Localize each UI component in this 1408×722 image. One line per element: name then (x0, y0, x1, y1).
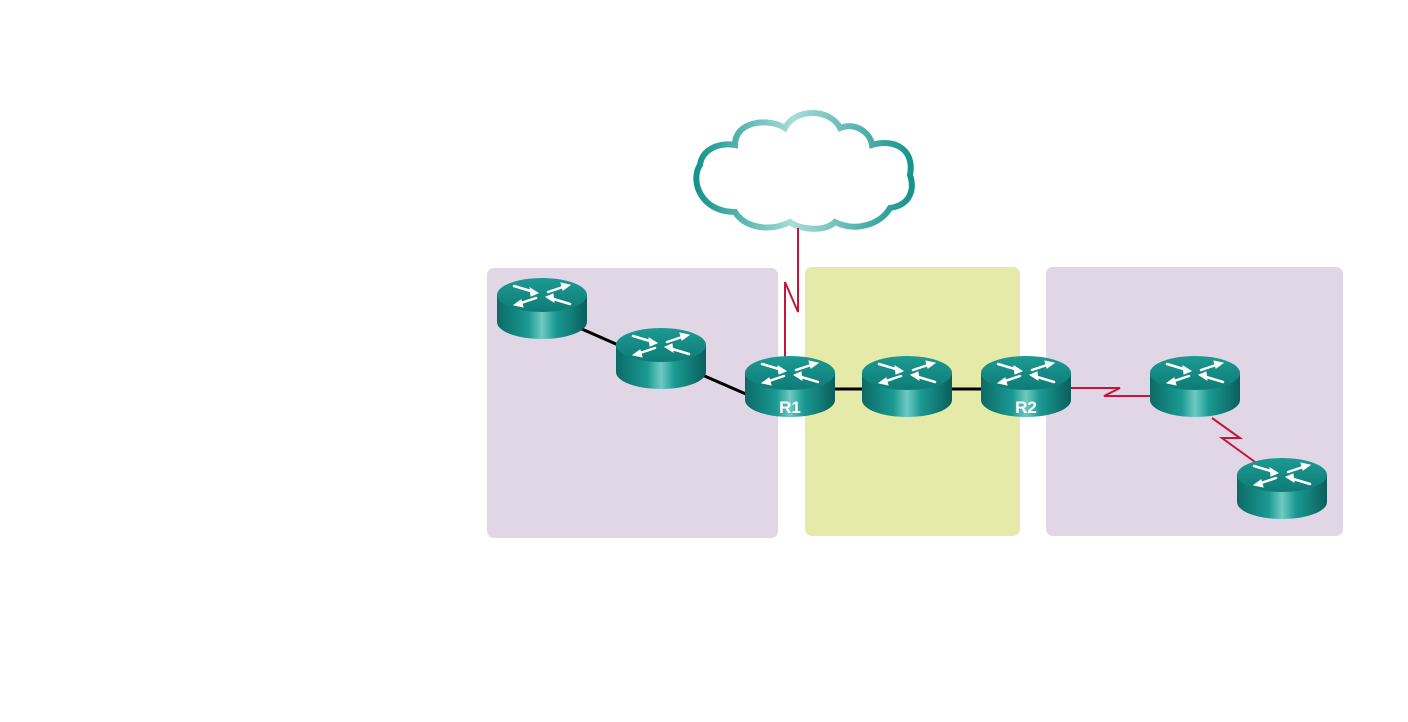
router-r2[interactable]: R2 (979, 354, 1073, 419)
router-r1[interactable]: R1 (743, 354, 837, 419)
link-r2-d (1068, 387, 1152, 397)
router-c[interactable] (860, 354, 954, 419)
router-label: R2 (1015, 398, 1037, 417)
router-d[interactable] (1148, 354, 1242, 419)
router-label: R1 (779, 398, 801, 417)
router-b[interactable] (614, 326, 708, 391)
link-cloud-r1 (784, 228, 799, 360)
link-d-e (1211, 417, 1256, 463)
router-e[interactable] (1235, 456, 1329, 521)
cloud-icon (693, 110, 915, 232)
serial-links (784, 228, 1256, 463)
router-a[interactable] (495, 276, 589, 341)
